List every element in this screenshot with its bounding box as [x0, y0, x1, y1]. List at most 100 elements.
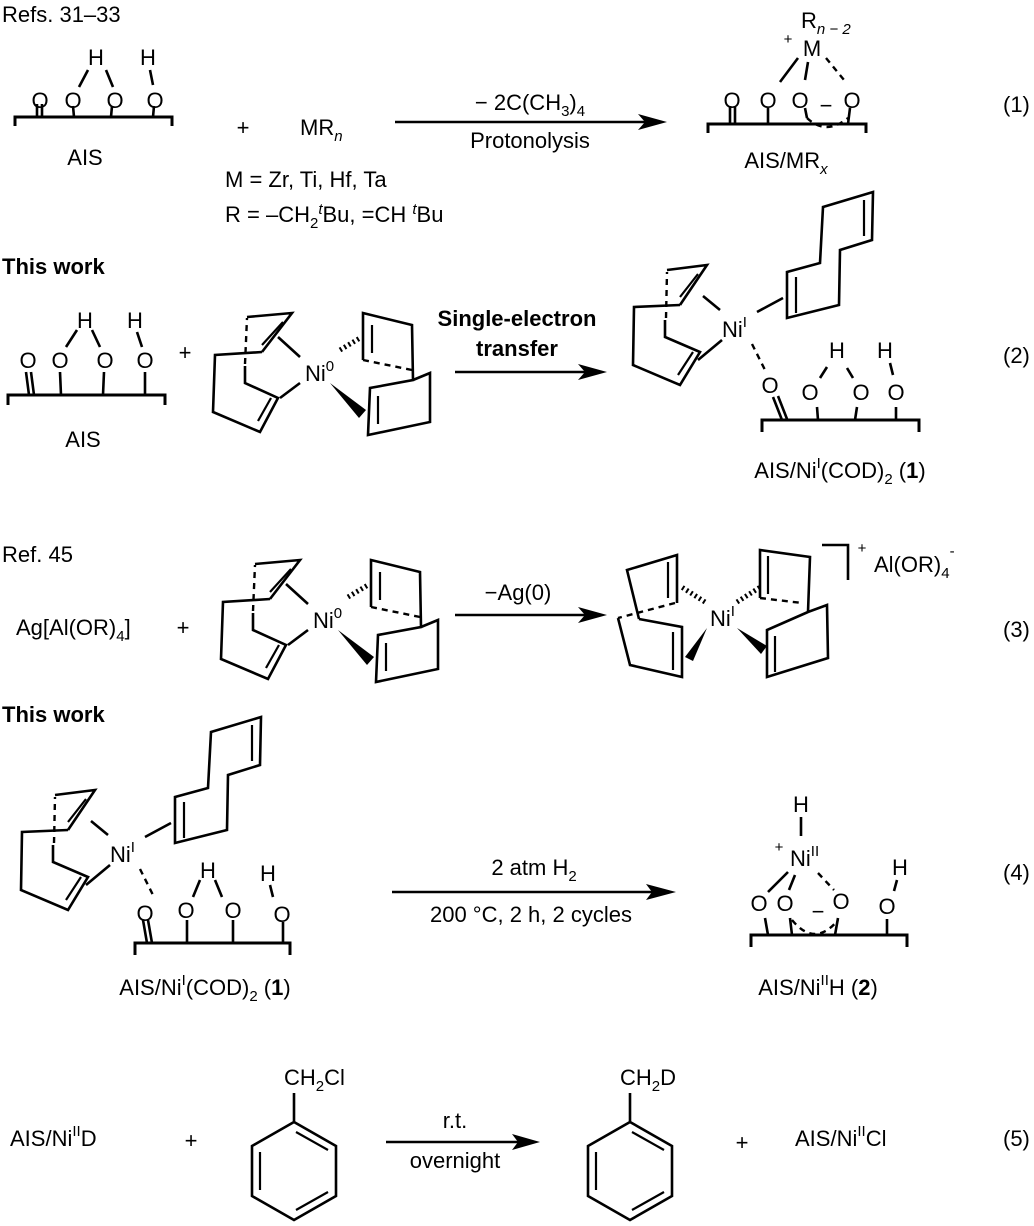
equation-number: (2)	[1003, 343, 1030, 368]
equation-4: This work NiI O O O O H H AIS/NiI(COD)2 …	[2, 702, 1030, 1005]
nickel-atom: NiI	[110, 839, 135, 867]
nickel-atom: Ni0	[313, 605, 342, 633]
arrow-condition-below: 200 °C, 2 h, 2 cycles	[430, 902, 632, 927]
oxygen-atom: O	[852, 380, 869, 405]
equation-number: (5)	[1003, 1126, 1030, 1151]
counter-ion: Al(OR)4-	[874, 543, 955, 582]
oxygen-atom: O	[96, 348, 113, 373]
hydrogen-atom: H	[260, 861, 276, 886]
benzyl-chloride: CH2Cl	[250, 1065, 345, 1222]
plus-sign: +	[736, 1130, 749, 1155]
hydrogen-atom: H	[77, 308, 93, 333]
nickel-atom: NiI	[722, 314, 747, 342]
equation-number: (3)	[1003, 617, 1030, 642]
product-label: AIS/NiIIH (2)	[758, 972, 878, 1000]
oxygen-atom: O	[224, 898, 241, 923]
surface-label: AIS	[65, 427, 100, 452]
substituent-label: CH2Cl	[284, 1065, 345, 1095]
reference-label: Refs. 31–33	[2, 2, 121, 27]
reaction-arrow	[455, 364, 607, 380]
surface-label: AIS	[67, 145, 102, 170]
metal-center: M	[803, 36, 821, 61]
deuteride-reactant: AIS/NiIID	[10, 1123, 97, 1151]
equation-number: (1)	[1003, 92, 1030, 117]
oxygen-atom: O	[146, 88, 163, 113]
equation-5: AIS/NiIID + CH2Cl r.t. overnight CH2D + …	[10, 1065, 1030, 1222]
plus-sign: +	[185, 1128, 198, 1153]
silver-salt: Ag[Al(OR)4]	[16, 615, 131, 645]
nickel-atom: NiI	[710, 603, 735, 631]
reaction-arrow	[455, 607, 607, 623]
section-heading: This work	[2, 254, 105, 279]
hydrogen-atom: H	[140, 45, 156, 70]
equation-1: Refs. 31–33 O O O O H H AIS + MRn − 2C(C…	[2, 2, 1030, 232]
oxygen-atom: O	[136, 901, 153, 926]
hydrogen-atom: H	[892, 855, 908, 880]
ais-ni1-cod2-reactant: NiI O O O O H H AIS/NiI(COD)2 (1)	[19, 715, 292, 1005]
nickel-atom: NiII	[790, 843, 819, 871]
ais-ni1-cod2-product: NiI O O O O H H AIS/NiI(COD)2 (1)	[631, 190, 926, 488]
equation-2: This work O O O O H H AIS + Ni0 Single-e…	[2, 190, 1030, 488]
arrow-condition-below: Protonolysis	[470, 128, 590, 153]
oxygen-atom: O	[273, 902, 290, 927]
deuterated-toluene: CH2D	[586, 1065, 676, 1222]
oxygen-atom: O	[887, 380, 904, 405]
oxygen-atom: O	[801, 380, 818, 405]
oxygen-atom: O	[791, 88, 808, 113]
oxygen-atom: O	[878, 894, 895, 919]
ais-surface-reactant: O O O O H H AIS	[13, 45, 174, 170]
arrow-condition-above: r.t.	[443, 1108, 467, 1133]
chloride-byproduct: AIS/NiIICl	[795, 1123, 886, 1151]
oxygen-atom: O	[106, 88, 123, 113]
arrow-condition-above: − 2C(CH3)4	[475, 90, 585, 120]
ais-surface-reactant: O O O O H H AIS	[6, 308, 167, 452]
ni0-cod2-complex: Ni0	[213, 313, 430, 435]
reagent-formula: MRn	[300, 115, 343, 145]
oxygen-atom: O	[776, 891, 793, 916]
ni0-cod2-complex: Ni0	[221, 560, 438, 682]
arrow-condition-above: 2 atm H2	[491, 855, 576, 885]
plus-sign: +	[237, 115, 250, 140]
hydrogen-atom: H	[829, 338, 845, 363]
ligand-definition: R = –CH2tBu, =CH tBu	[225, 201, 443, 232]
reactant-label: AIS/NiI(COD)2 (1)	[119, 972, 290, 1005]
oxygen-atom: O	[177, 898, 194, 923]
product-label: AIS/NiI(COD)2 (1)	[754, 455, 925, 488]
oxygen-atom: O	[761, 373, 778, 398]
oxygen-atom: O	[64, 88, 81, 113]
oxygen-atom: O	[759, 88, 776, 113]
equation-3: Ref. 45 Ag[Al(OR)4] + Ni0 −Ag(0) NiI	[2, 540, 1030, 682]
substituent-label: CH2D	[620, 1065, 676, 1095]
cation-charge: +	[775, 839, 784, 856]
anion-charge: −	[812, 899, 825, 924]
hydrogen-atom: H	[127, 308, 143, 333]
nickel-atom: Ni0	[305, 358, 334, 386]
arrow-condition-above: transfer	[476, 336, 558, 361]
oxygen-atom: O	[136, 348, 153, 373]
reaction-arrow	[395, 114, 667, 130]
arrow-condition-below: overnight	[410, 1148, 501, 1173]
metal-definition: M = Zr, Ti, Hf, Ta	[225, 167, 387, 192]
oxygen-atom: O	[843, 88, 860, 113]
oxygen-atom: O	[19, 348, 36, 373]
hydrogen-atom: H	[877, 338, 893, 363]
cation-charge: +	[858, 540, 867, 557]
anion-charge: −	[820, 93, 833, 118]
reaction-arrow	[386, 1134, 540, 1150]
reaction-arrow	[392, 884, 676, 900]
equation-number: (4)	[1003, 860, 1030, 885]
product-label: AIS/MRx	[744, 148, 828, 178]
oxygen-atom: O	[832, 889, 849, 914]
plus-sign: +	[177, 615, 190, 640]
oxygen-atom: O	[750, 891, 767, 916]
ligand-r: Rn − 2	[801, 8, 851, 38]
hydrogen-atom: H	[88, 45, 104, 70]
section-heading: This work	[2, 702, 105, 727]
ais-mrx-product: O O O O − M + Rn − 2 AIS/MRx	[706, 8, 868, 178]
ni1-cod2-cation: NiI + Al(OR)4-	[616, 540, 955, 679]
ais-ni2-hydride-product: H NiII + O O O O − H AIS/NiIIH (2)	[749, 792, 909, 1000]
plus-sign: +	[179, 340, 192, 365]
reference-label: Ref. 45	[2, 542, 73, 567]
cation-charge: +	[784, 31, 793, 48]
